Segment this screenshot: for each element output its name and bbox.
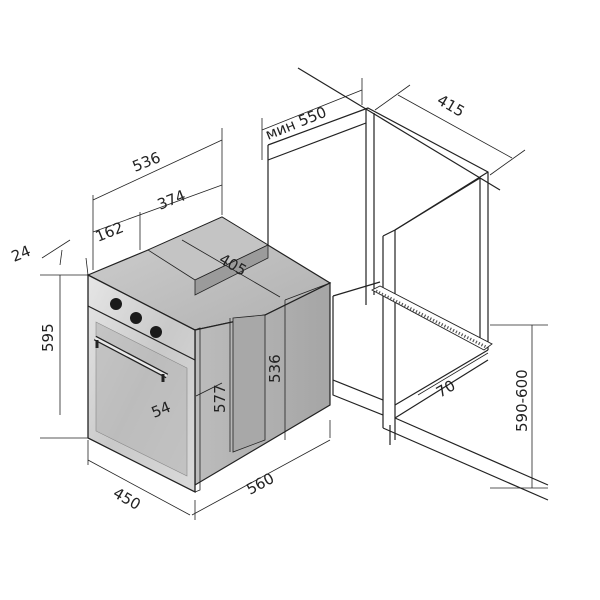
dim-oven-depth-inner: 374 bbox=[155, 186, 188, 213]
dim-oven-width: 560 bbox=[243, 469, 277, 498]
dim-body-height: 536 bbox=[266, 354, 284, 383]
knob-icon bbox=[110, 298, 122, 310]
dim-inner-height: 577 bbox=[211, 384, 229, 413]
dim-oven-depth: 536 bbox=[130, 148, 163, 175]
dim-front-thickness: 24 bbox=[9, 242, 33, 266]
cabinet-niche bbox=[267, 67, 549, 501]
vent-grille bbox=[371, 285, 493, 351]
dim-cab-depth-min: мин 550 bbox=[263, 103, 329, 144]
oven bbox=[86, 216, 332, 494]
dim-oven-height: 595 bbox=[39, 323, 57, 352]
dim-front-width: 450 bbox=[110, 484, 144, 514]
dimension-lines bbox=[40, 78, 548, 520]
knob-icon bbox=[130, 312, 142, 324]
dim-cab-width: 415 bbox=[434, 91, 468, 121]
dim-panel-offset: 54 bbox=[149, 398, 173, 422]
dim-oven-front-part: 162 bbox=[93, 218, 126, 245]
knob-icon bbox=[150, 326, 162, 338]
door-handle-icon bbox=[93, 335, 169, 382]
dim-niche-height: 590-600 bbox=[513, 369, 531, 432]
